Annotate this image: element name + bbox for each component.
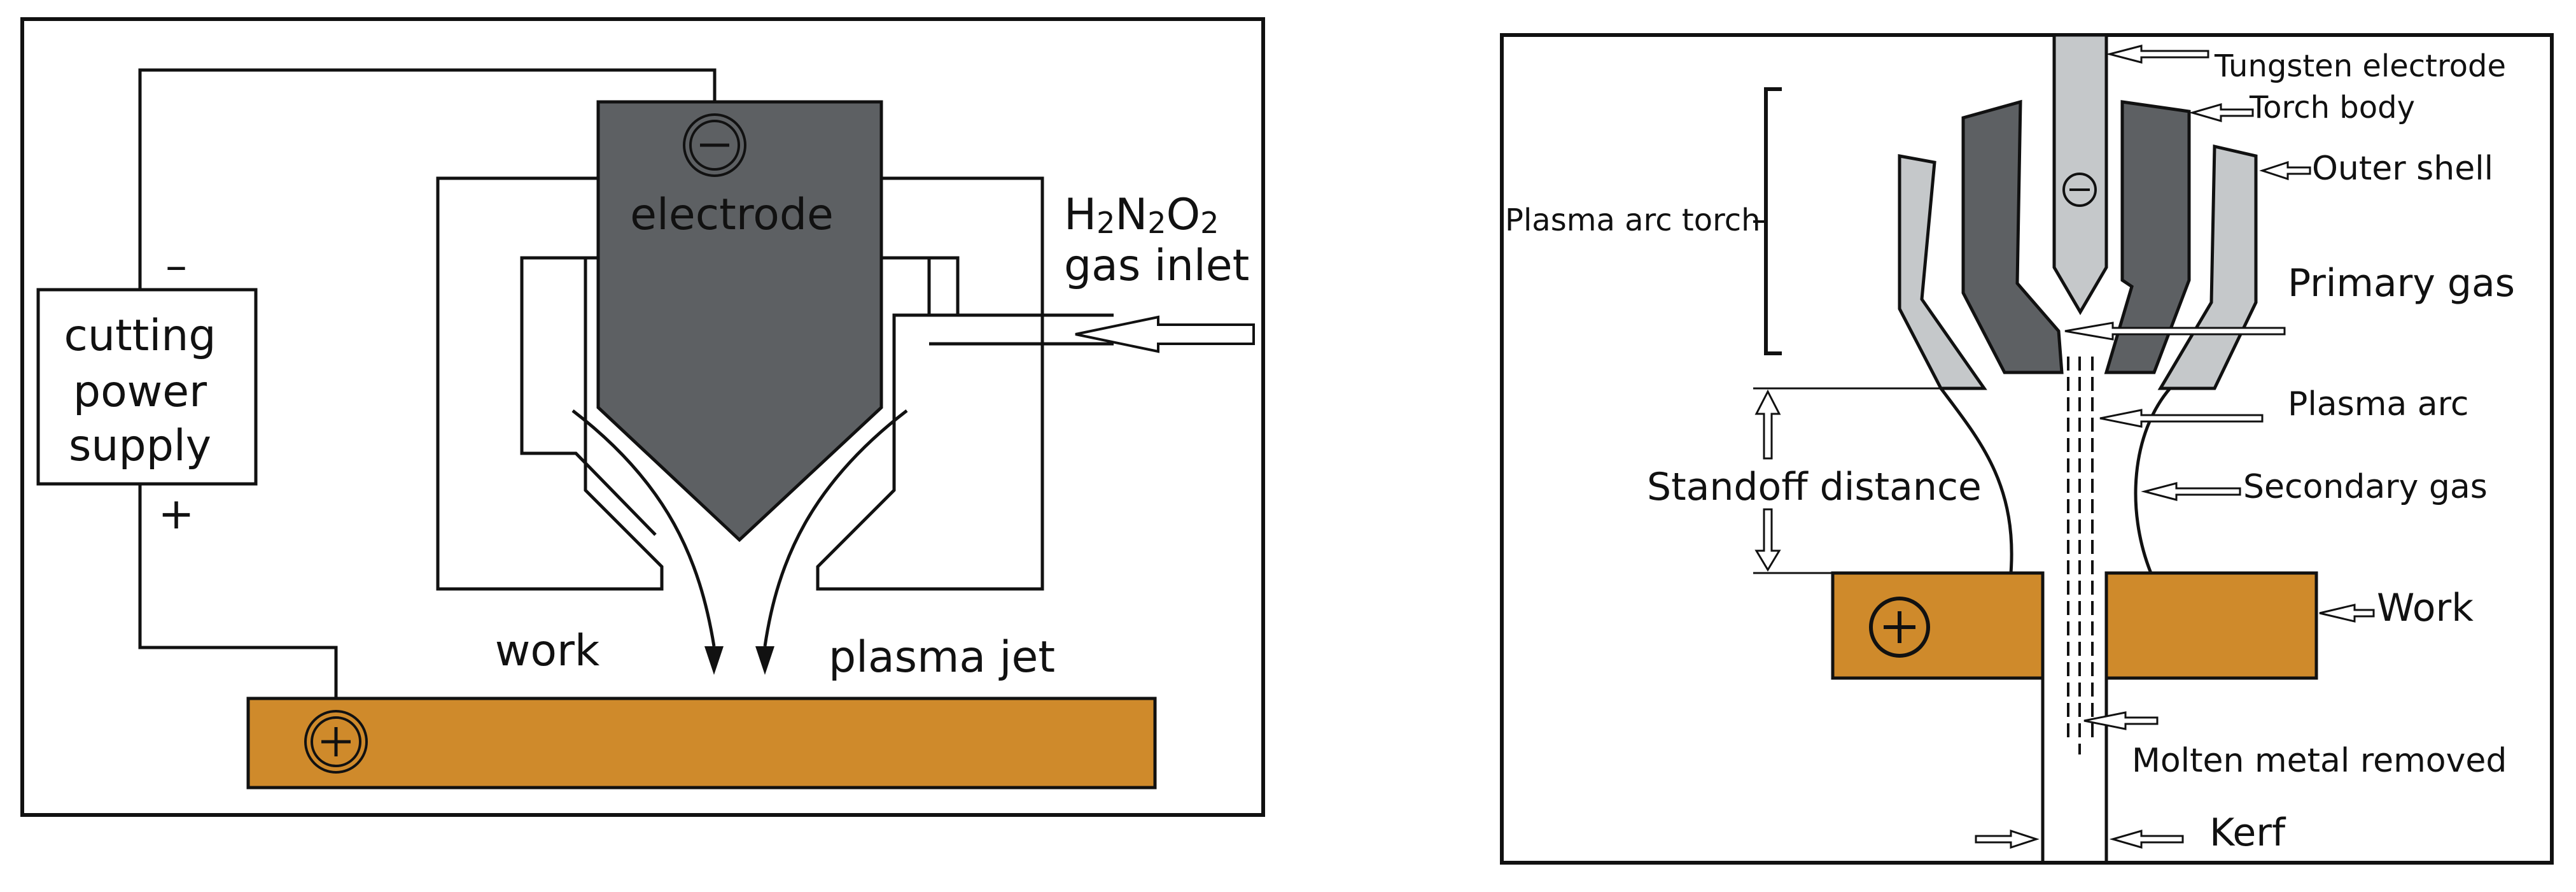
work-plus-symbol-right [1869,597,1930,658]
arrow-outer-shell [2259,160,2311,181]
power-supply-box [36,288,258,486]
standoff-arrow-down [1754,508,1781,572]
left-diagram: cutting power supply – + electrode [20,17,1265,817]
flow-arrowhead-right [755,646,774,675]
inner-chamber-left [520,256,657,536]
wire-positive [138,484,338,698]
torch-body-right [2104,100,2191,374]
standoff-arrow-up [1754,389,1781,460]
label-plasma-arc: Plasma arc [2288,385,2469,423]
label-standoff-distance: Standoff distance [1647,465,1982,509]
arrow-tungsten [2106,45,2209,64]
arrow-molten [2083,711,2159,730]
arrow-kerf-left [1975,829,2040,849]
outer-nozzle [436,176,1044,591]
gas-inlet-arrow [1075,315,1255,353]
label-work: Work [2377,586,2474,630]
inner-chamber-right [881,256,960,315]
electrode-minus-symbol-right [2062,173,2097,207]
gas-label-line1: H2N2O2 [1064,190,1219,240]
arrow-secondary-gas [2141,482,2241,501]
secondary-gas-right [2134,387,2171,574]
electrode-label: electrode [630,190,834,240]
label-torch-body: Torch body [2249,90,2415,125]
plasma-arc-lines [2067,357,2094,754]
right-diagram: Tungsten electrode Torch body Outer shel… [1500,33,2554,865]
secondary-gas-left [1940,387,2013,574]
work-piece-right-b [2104,571,2318,680]
plus-sign: + [158,489,195,539]
arrow-primary-gas [2064,322,2286,341]
label-outer-shell: Outer shell [2312,150,2493,188]
label-primary-gas: Primary gas [2288,261,2515,306]
minus-sign: – [165,241,187,291]
flow-arrow-right [763,409,908,647]
plasma-jet-label: plasma jet [829,632,1055,683]
label-tungsten-electrode: Tungsten electrode [2214,48,2506,84]
label-molten-metal-removed: Molten metal removed [2132,742,2507,780]
electrode-minus-symbol [683,113,746,177]
callout-arrows [1975,45,2375,849]
label-plasma-arc-torch: Plasma arc torch [1505,202,1761,238]
work-piece-left [246,697,1157,789]
power-supply-label-line2: power [73,367,207,417]
wire-negative [138,68,717,290]
arrow-plasma-arc [2099,409,2264,428]
flow-arrow-left [571,409,716,647]
label-kerf: Kerf [2209,811,2286,855]
torch-body-left [1961,99,2064,374]
power-supply-label-line3: supply [69,421,211,471]
flow-arrowhead-left [704,646,724,675]
work-piece-right-a [1831,571,2045,680]
torch-bracket [1764,87,1782,355]
outer-shell-left [1898,154,1987,390]
left-frame [20,17,1265,817]
power-supply-label-line1: cutting [64,311,216,361]
electrode-body [596,100,883,542]
label-secondary-gas: Secondary gas [2243,468,2488,506]
gas-label-line2: gas inlet [1064,241,1249,291]
arrow-work [2319,604,2375,623]
arrow-kerf [2109,830,2184,849]
work-label-left: work [495,626,600,676]
arrow-torch-body [2188,103,2254,122]
right-frame [1500,33,2554,865]
work-plus-symbol-left [304,710,368,774]
